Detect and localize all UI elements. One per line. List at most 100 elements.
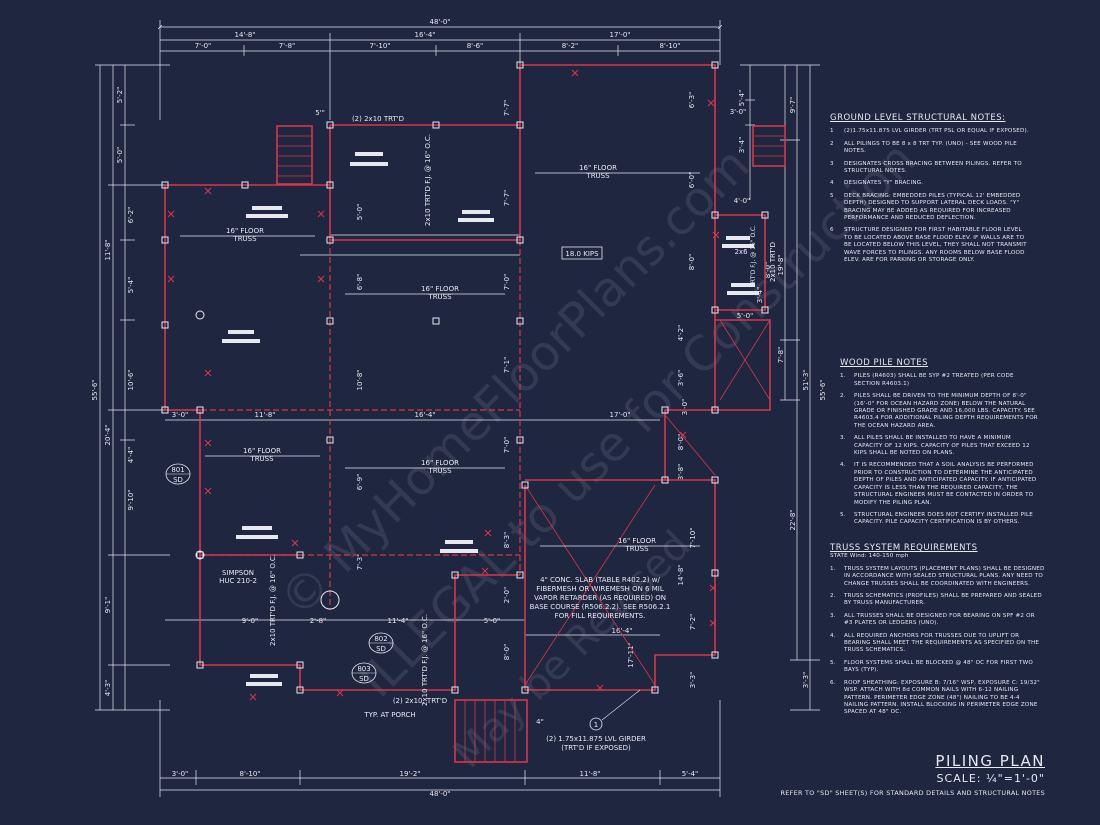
dim-interior-v: 7'-3": [356, 554, 364, 571]
dim-interior: 2'-8": [310, 617, 327, 625]
dim-interior-v: 7'-0": [503, 274, 511, 291]
bracing-x-marks: [167, 69, 720, 701]
note-item: 5.FLOOR SYSTEMS SHALL BE BLOCKED @ 48" O…: [830, 660, 1045, 675]
right-2x6-sub: TRT'D F.J. @ 16" O.C.: [750, 225, 757, 288]
dim-right-b: 5'-0": [737, 312, 754, 320]
dim-interior-v: 4'-2": [677, 325, 685, 342]
detail-sd: SD: [173, 476, 183, 484]
dim-interior: 16'-4": [414, 411, 435, 419]
dim-interior: 5'": [315, 109, 325, 117]
note-number: 1: [830, 128, 834, 135]
dim-interior-v: 7'-7": [503, 100, 511, 117]
note-item: 3 DESIGNATES CROSS BRACING BETWEEN PILING…: [830, 161, 1030, 176]
bottom-beam-label: (2) 2x10, TRT'D: [393, 697, 447, 705]
kips-label: 18.0 KIPS: [565, 250, 599, 258]
drawing-scale: SCALE: ¼"=1'-0": [936, 772, 1045, 785]
piles: [161, 61, 769, 694]
detail-803: 803: [357, 665, 370, 673]
dim-top-sub: 7'-0": [195, 42, 212, 50]
dim-interior: 3'-0": [172, 411, 189, 419]
note-item: 3. ALL TRUSSES SHALL BE DESIGNED FOR BEAR…: [830, 613, 1045, 628]
note-item: 3.ALL PILES SHALL BE INSTALLED TO HAVE A…: [840, 435, 1040, 457]
dim-left-inner: 9'-10": [127, 489, 135, 510]
dim-right-b: 6'-0": [688, 172, 696, 189]
round-piles: [195, 310, 340, 610]
note-text: ALL REQUIRED ANCHORS FOR TRUSSES DUE TO …: [844, 632, 1040, 654]
note-text: TRUSS SCHEMATICS (PROFILES) SHALL BE PRE…: [844, 593, 1042, 607]
note-number: 6: [830, 227, 834, 234]
note-text: ALL TRUSSES SHALL BE DESIGNED FOR BEARIN…: [844, 612, 1035, 627]
dim-top-mid: 16'-4": [414, 31, 435, 39]
dim-interior: 11'-8": [254, 411, 275, 419]
note-number: 1.: [830, 565, 836, 572]
note-text: DESIGNATES "Y" BRACING.: [844, 180, 924, 187]
dim-interior: 3'-0": [730, 108, 747, 116]
note-text: PILES SHALL BE DRIVEN TO THE MINIMUM DEP…: [854, 393, 1038, 429]
dim-right-a: 9'-7": [789, 97, 797, 114]
dim-interior-v: 17'-11": [627, 642, 635, 667]
dim-interior-v: 7'-1": [503, 357, 511, 374]
note-text: DESIGNATES CROSS BRACING BETWEEN PILINGS…: [844, 160, 1022, 175]
dim-interior-v: 3'-4": [756, 287, 764, 304]
dim-interior-v: 6'-9": [356, 474, 364, 491]
dim-bottom-sub: 19'-2": [399, 770, 420, 778]
dim-interior: 17'-0": [609, 411, 630, 419]
drawing-title: PILING PLAN: [935, 752, 1045, 770]
note-number: 3.: [830, 612, 836, 619]
dim-left-inner: 10'-6": [127, 369, 135, 390]
note-number: 5.: [830, 659, 836, 666]
truss-label: 16" FLOOR: [618, 537, 656, 545]
note-number: 6.: [830, 679, 836, 686]
dim-right-a: 7'-8": [777, 347, 785, 364]
dim-bottom-sub: 3'-0": [172, 770, 189, 778]
dim-left-mid: 11'-8": [104, 239, 112, 260]
note-item: 1. TRUSS SYSTEM LAYOUTS (PLACEMENT PLANS)…: [830, 566, 1045, 588]
note-number: 4.: [830, 632, 836, 639]
slab-note: BASE COURSE (R506.2.2). SEE R506.2.1: [530, 603, 671, 611]
ground-notes-title: GROUND LEVEL STRUCTURAL NOTES:: [830, 113, 1006, 123]
note-number: 3: [830, 160, 834, 167]
dim-right-b: 8'-0": [764, 262, 772, 279]
note-item: 1 (2)1.75x11.875 LVL GIRDER (TRT PSL OR E…: [830, 128, 1030, 135]
porch-label: TYP. AT PORCH: [363, 711, 415, 719]
dim-interior-v: 8'-0": [677, 434, 685, 451]
note-text: STRUCTURAL ENGINEER DOES NOT CERTIFY INS…: [854, 511, 1034, 526]
simpson-label: SIMPSON: [222, 569, 254, 577]
vertical-beam-label: 2x10 TRT'D F.J. @ 16" O.C.: [269, 554, 277, 646]
truss-label: 16" FLOOR: [243, 447, 281, 455]
right-2x10-label: 2x10 TRT'D: [769, 242, 777, 282]
dim-interior-v: 3'-3": [689, 672, 697, 689]
detail-callouts: 801 SD 802 SD 803 SD 1: [165, 463, 641, 731]
dim-interior-v: 8'-0": [503, 644, 511, 661]
truss-label-sub: TRUSS: [624, 545, 649, 553]
dim-overall-bottom: 48'-0": [429, 790, 450, 798]
dim-top-left: 14'-8": [234, 31, 255, 39]
note-text: PILES (R4603) SHALL BE SYP #2 TREATED (P…: [854, 373, 1014, 387]
dimension-lines: [95, 20, 820, 797]
note-number: 4.: [840, 462, 846, 469]
note-text: IT IS RECOMMENDED THAT A SOIL ANALYSIS B…: [854, 462, 1037, 506]
dim-left-inner: 5'-2": [116, 87, 124, 104]
note-item: 6.ROOF SHEATHING: EXPOSURE B: 7/16" WSP,…: [830, 680, 1045, 717]
detail-sd: SD: [376, 645, 386, 653]
dim-interior-v: 7'-0": [503, 437, 511, 454]
dim-interior: 5'-0": [484, 617, 501, 625]
note-item: 2.TRUSS SCHEMATICS (PROFILES) SHALL BE P…: [830, 593, 1045, 608]
note-text: DECK BRACING: EMBEDDED PILES (TYPICAL 12…: [844, 192, 1021, 222]
cross-bracing: [524, 319, 771, 686]
dim-overall-top: 48'-0": [429, 18, 450, 26]
top-beam-label: (2) 2x10 TRT'D: [352, 115, 404, 123]
note-text: TRUSS SYSTEM LAYOUTS (PLACEMENT PLANS) S…: [844, 565, 1045, 587]
slab-note: FIBERMESH OR WIREMESH ON 6 MIL: [536, 585, 664, 593]
dim-left-inner: 5'-0": [116, 147, 124, 164]
truss-label-sub: TRUSS: [427, 467, 452, 475]
dim-right-b: 3'-4": [738, 137, 746, 154]
dim-interior-v: 7'-7": [503, 190, 511, 207]
slab-note: VAPOR RETARDER (AS REQUIRED) ON: [534, 594, 666, 602]
slab-note: FOR FILL REQUIREMENTS.: [555, 612, 646, 620]
note-text: (2)1.75x11.875 LVL GIRDER (TRT PSL OR EQ…: [844, 128, 1029, 135]
note-number: 5: [830, 192, 834, 199]
note-item: 4. ALL REQUIRED ANCHORS FOR TRUSSES DUE T…: [830, 633, 1045, 655]
